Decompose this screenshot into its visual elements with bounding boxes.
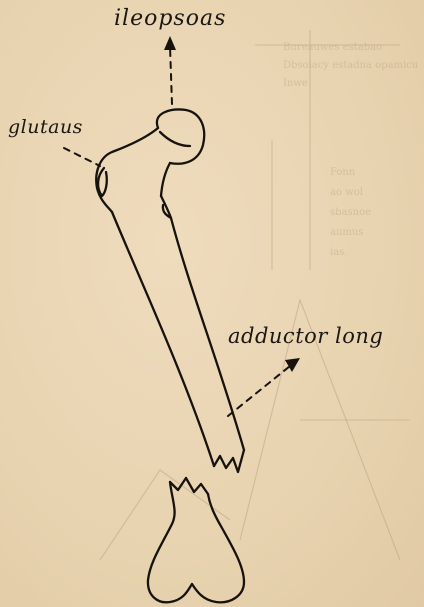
svg-text:Dbsolacy estadna opamicu: Dbsolacy estadna opamicu <box>283 60 419 71</box>
label-gluteus: glutaus <box>8 116 83 138</box>
femur-upper-fragment <box>96 110 244 472</box>
label-adductor-longus: adductor long <box>228 324 383 348</box>
svg-text:Bureauwes estabao: Bureauwes estabao <box>283 42 382 53</box>
greater-trochanter <box>96 128 158 212</box>
iliopsoas-arrow <box>170 46 172 104</box>
svg-text:Fonn: Fonn <box>330 167 356 178</box>
svg-text:Inwe: Inwe <box>283 78 308 89</box>
arrows <box>64 36 300 416</box>
femur-lower-fragment <box>148 478 244 602</box>
fracture-line-upper <box>214 450 244 472</box>
svg-text:ao wol: ao wol <box>330 187 363 198</box>
svg-text:aumus: aumus <box>330 227 363 238</box>
label-iliopsoas: ileopsoas <box>114 6 226 31</box>
adductor-arrow <box>228 366 290 416</box>
gluteus-arrow <box>64 148 100 166</box>
fracture-line-lower <box>170 478 208 494</box>
svg-text:ias.: ias. <box>330 247 347 258</box>
svg-text:sbasnoe: sbasnoe <box>330 207 371 218</box>
